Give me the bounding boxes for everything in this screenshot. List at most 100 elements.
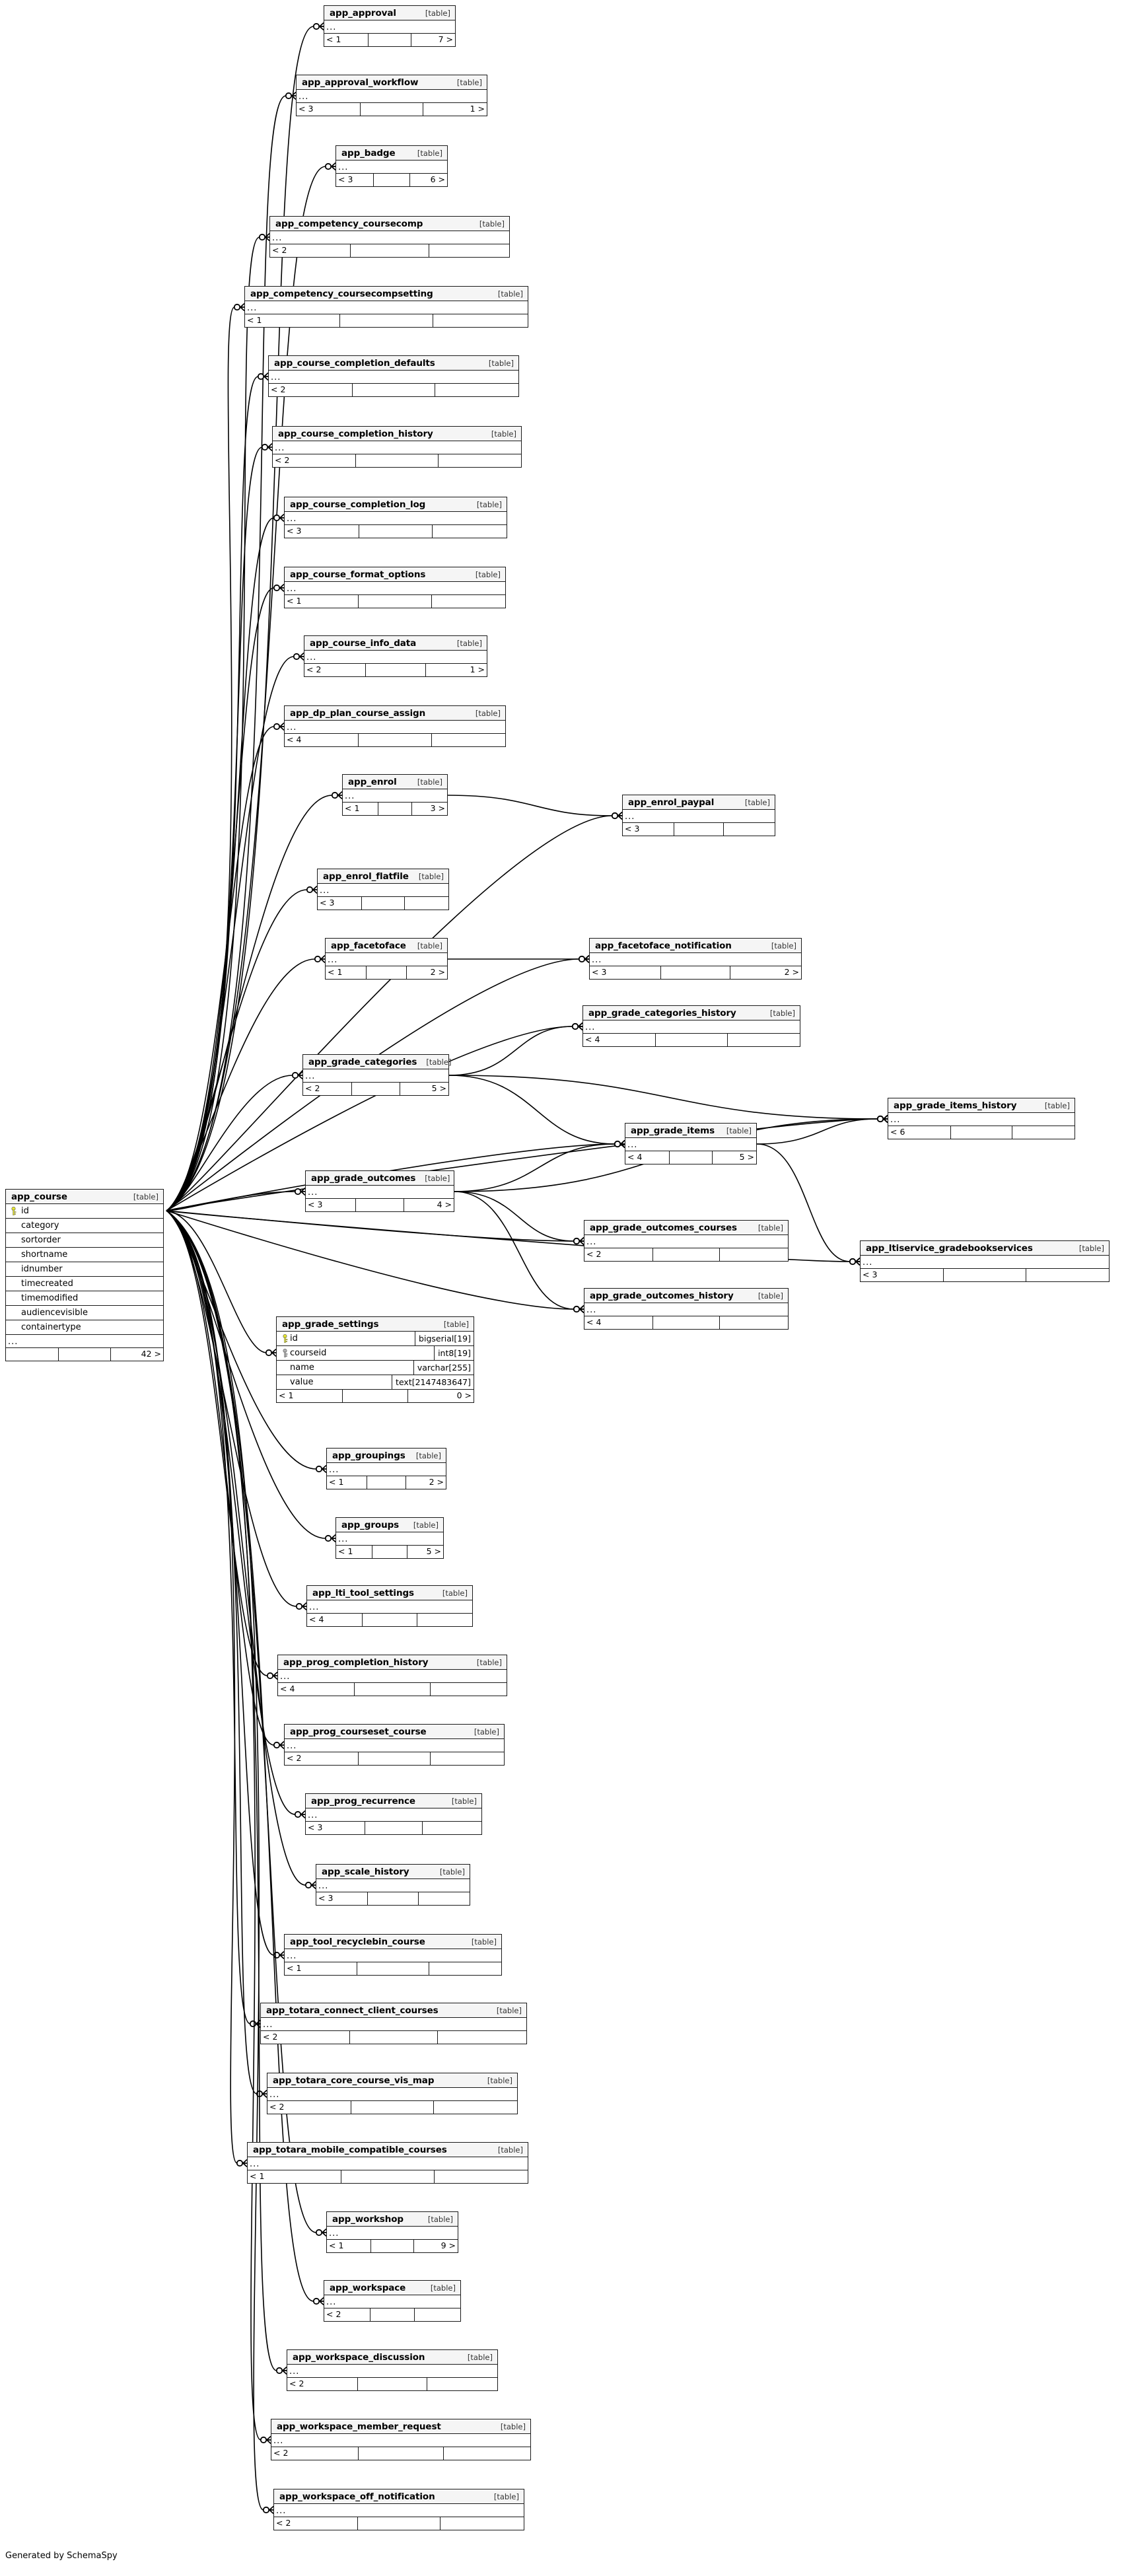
table-node-app_totara_mobile_compatible_courses[interactable]: app_totara_mobile_compatible_courses[tab… [247,2142,528,2184]
table-node-app_prog_courseset_course[interactable]: app_prog_courseset_course[table]...< 2 [284,1724,505,1766]
table-row[interactable]: timecreated [6,1277,163,1291]
table-node-app_facetoface_notification[interactable]: app_facetoface_notification[table]...< 3… [589,938,802,980]
table-node-app_grade_outcomes_courses[interactable]: app_grade_outcomes_courses[table]...< 2 [584,1220,789,1262]
table-footer: < 3 [285,525,507,538]
column-name: timemodified [21,1293,79,1303]
table-row[interactable]: containertype [6,1320,163,1335]
crowsfoot-app_ltiservice_gradebookservices-from-app_grade_items [849,1257,861,1266]
table-node-app_enrol_flatfile[interactable]: app_enrol_flatfile[table]...< 3 [317,869,449,910]
table-header: app_course_completion_defaults[table] [269,356,518,371]
table-name: app_workshop [332,2214,404,2225]
table-name: app_competency_coursecompsetting [250,289,433,299]
table-kind-label: [table] [744,798,770,807]
column-cell: audiencevisible [6,1308,163,1318]
table-node-app_grade_categories_history[interactable]: app_grade_categories_history[table]...< … [582,1005,800,1047]
table-header: app_totara_connect_client_courses[table] [261,2003,526,2018]
table-node-app_course_completion_defaults[interactable]: app_course_completion_defaults[table]...… [268,355,519,397]
footer-child-count [724,823,775,836]
table-node-app_course_completion_log[interactable]: app_course_completion_log[table]...< 3 [284,497,507,538]
crowsfoot-app_workspace [312,2297,324,2306]
table-row[interactable]: idnumber [6,1262,163,1277]
footer-parent-count: < 4 [287,734,302,744]
footer-middle [361,897,405,910]
table-header: app_facetoface_notification[table] [590,939,801,953]
table-node-app_course_completion_history[interactable]: app_course_completion_history[table]...<… [272,426,522,468]
table-kind-label: [table] [443,1320,469,1329]
table-node-app_dp_plan_course_assign[interactable]: app_dp_plan_course_assign[table]...< 4 [284,705,506,747]
collapsed-columns-ellipsis: ... [274,2504,524,2517]
footer-middle [358,734,432,746]
table-node-app_competency_coursecomp[interactable]: app_competency_coursecomp[table]...< 2 [269,216,510,258]
table-node-app_totara_connect_client_courses[interactable]: app_totara_connect_client_courses[table]… [260,2003,527,2044]
table-node-app_workspace[interactable]: app_workspace[table]...< 2 [324,2280,461,2322]
table-footer: < 1 [248,2170,528,2183]
table-node-app_prog_recurrence[interactable]: app_prog_recurrence[table]...< 3 [305,1793,482,1835]
table-node-app_tool_recyclebin_course[interactable]: app_tool_recyclebin_course[table]...< 1 [284,1934,502,1976]
crowsfoot-app_groups [324,1534,336,1543]
table-header: app_course_info_data[table] [304,636,487,651]
table-footer: < 2 [273,454,521,467]
table-kind-label: [table] [488,359,514,368]
generator-note: Generated by SchemaSpy [5,2551,118,2561]
table-row[interactable]: category [6,1219,163,1233]
footer-child-count: 7 > [438,34,453,44]
table-row[interactable]: timemodified [6,1291,163,1306]
table-node-app_prog_completion_history[interactable]: app_prog_completion_history[table]...< 4 [277,1655,507,1696]
collapsed-columns-ellipsis: ... [625,1138,756,1151]
table-footer: < 4 [307,1614,472,1626]
footer-parent-count: < 2 [586,1249,602,1259]
table-row[interactable]: audiencevisible [6,1306,163,1320]
table-node-app_workspace_off_notification[interactable]: app_workspace_off_notification[table]...… [273,2489,524,2530]
table-name: app_competency_coursecomp [275,219,423,229]
table-node-app_grade_items_history[interactable]: app_grade_items_history[table]...< 6 [888,1098,1075,1139]
footer-parent-count: < 3 [338,174,353,184]
primary-key-icon [9,1206,18,1216]
table-header: app_grade_outcomes[table] [306,1171,454,1186]
table-row[interactable]: shortname [6,1248,163,1262]
footer-parent-count: < 2 [269,2102,285,2112]
table-node-app_workspace_member_request[interactable]: app_workspace_member_request[table]...< … [271,2419,531,2460]
table-node-app_totara_core_course_vis_map[interactable]: app_totara_core_course_vis_map[table]...… [267,2073,518,2114]
table-node-app_grade_outcomes_history[interactable]: app_grade_outcomes_history[table]...< 4 [584,1288,789,1330]
crowsfoot-app_facetoface_notification-from-app_facetoface [578,954,590,964]
table-node-app_workspace_discussion[interactable]: app_workspace_discussion[table]...< 2 [287,2349,498,2391]
table-node-app_lti_tool_settings[interactable]: app_lti_tool_settings[table]...< 4 [306,1585,473,1627]
footer-child-count [433,314,528,327]
table-header: app_prog_courseset_course[table] [285,1725,504,1739]
table-row[interactable]: sortorder [6,1233,163,1248]
table-node-app_competency_coursecompsetting[interactable]: app_competency_coursecompsetting[table].… [244,286,528,328]
crowsfoot-app_approval [312,22,324,31]
table-row[interactable]: id [6,1204,163,1219]
table-node-app_course_format_options[interactable]: app_course_format_options[table]...< 1 [284,567,506,608]
footer-parent-count: < 3 [863,1270,878,1279]
relationship-edge-app_course-to-app_grade_items_history [166,1118,878,1211]
table-node-app_scale_history[interactable]: app_scale_history[table]...< 3 [316,1864,470,1906]
column-name: name [290,1363,314,1373]
collapsed-columns-ellipsis: ... [303,1069,448,1083]
table-kind-label: [table] [456,639,482,648]
table-node-app_enrol_paypal[interactable]: app_enrol_paypal[table]...< 3 [622,795,775,836]
table-node-app_ltiservice_gradebookservices[interactable]: app_ltiservice_gradebookservices[table].… [860,1240,1110,1282]
collapsed-columns-ellipsis: ... [285,1949,501,1962]
footer-child-count [441,2517,524,2530]
